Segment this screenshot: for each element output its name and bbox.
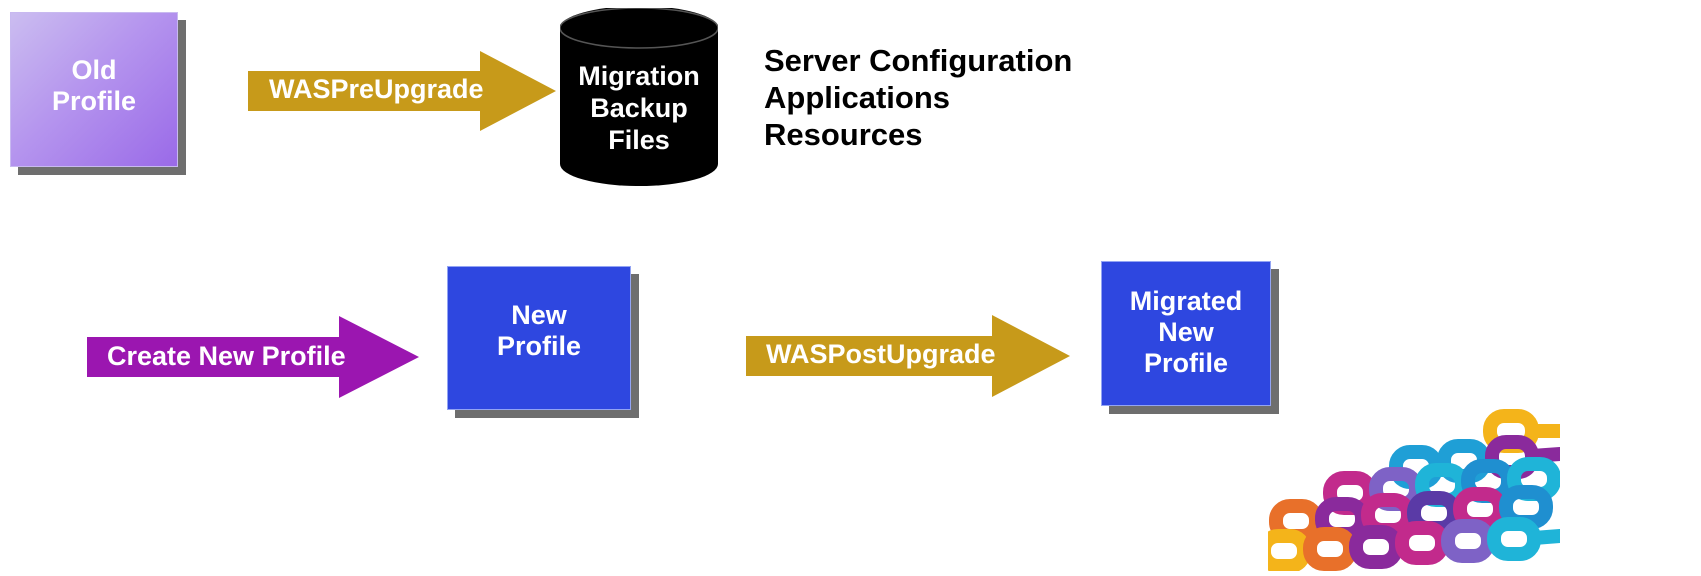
create-profile-label: Create New Profile [107,341,346,371]
contents-item: Applications [764,80,951,115]
migrated-profile-box: Migrated New Profile [1101,261,1271,406]
cylinder-shape [559,6,719,186]
pre-upgrade-label: WASPreUpgrade [269,74,484,104]
chain-links-logo [1257,408,1567,573]
create-profile-arrow: Create New Profile [87,316,419,398]
post-upgrade-arrow-shape [746,315,1070,397]
new-profile-label: New Profile [496,300,582,361]
pre-upgrade-arrow: WASPreUpgrade [248,51,556,131]
post-upgrade-arrow: WASPostUpgrade [746,315,1070,397]
new-profile-box: New Profile [447,266,631,410]
pre-upgrade-arrow-shape [248,51,556,131]
contents-item: Server Configuration [764,43,1073,78]
backup-cylinder: Migration Backup Files [559,6,719,186]
old-profile-box: Old Profile [10,12,178,167]
backup-label: Migration Backup Files [578,61,700,155]
contents-item: Resources [764,117,923,152]
chain-links-logo-graphic [1257,409,1567,573]
old-profile-label: Old Profile [51,54,137,116]
post-upgrade-label: WASPostUpgrade [766,339,996,369]
backup-contents-list: Server Configuration Applications Resour… [764,42,1072,153]
create-profile-arrow-shape [87,316,419,398]
migrated-profile-label: Migrated New Profile [1129,286,1243,378]
